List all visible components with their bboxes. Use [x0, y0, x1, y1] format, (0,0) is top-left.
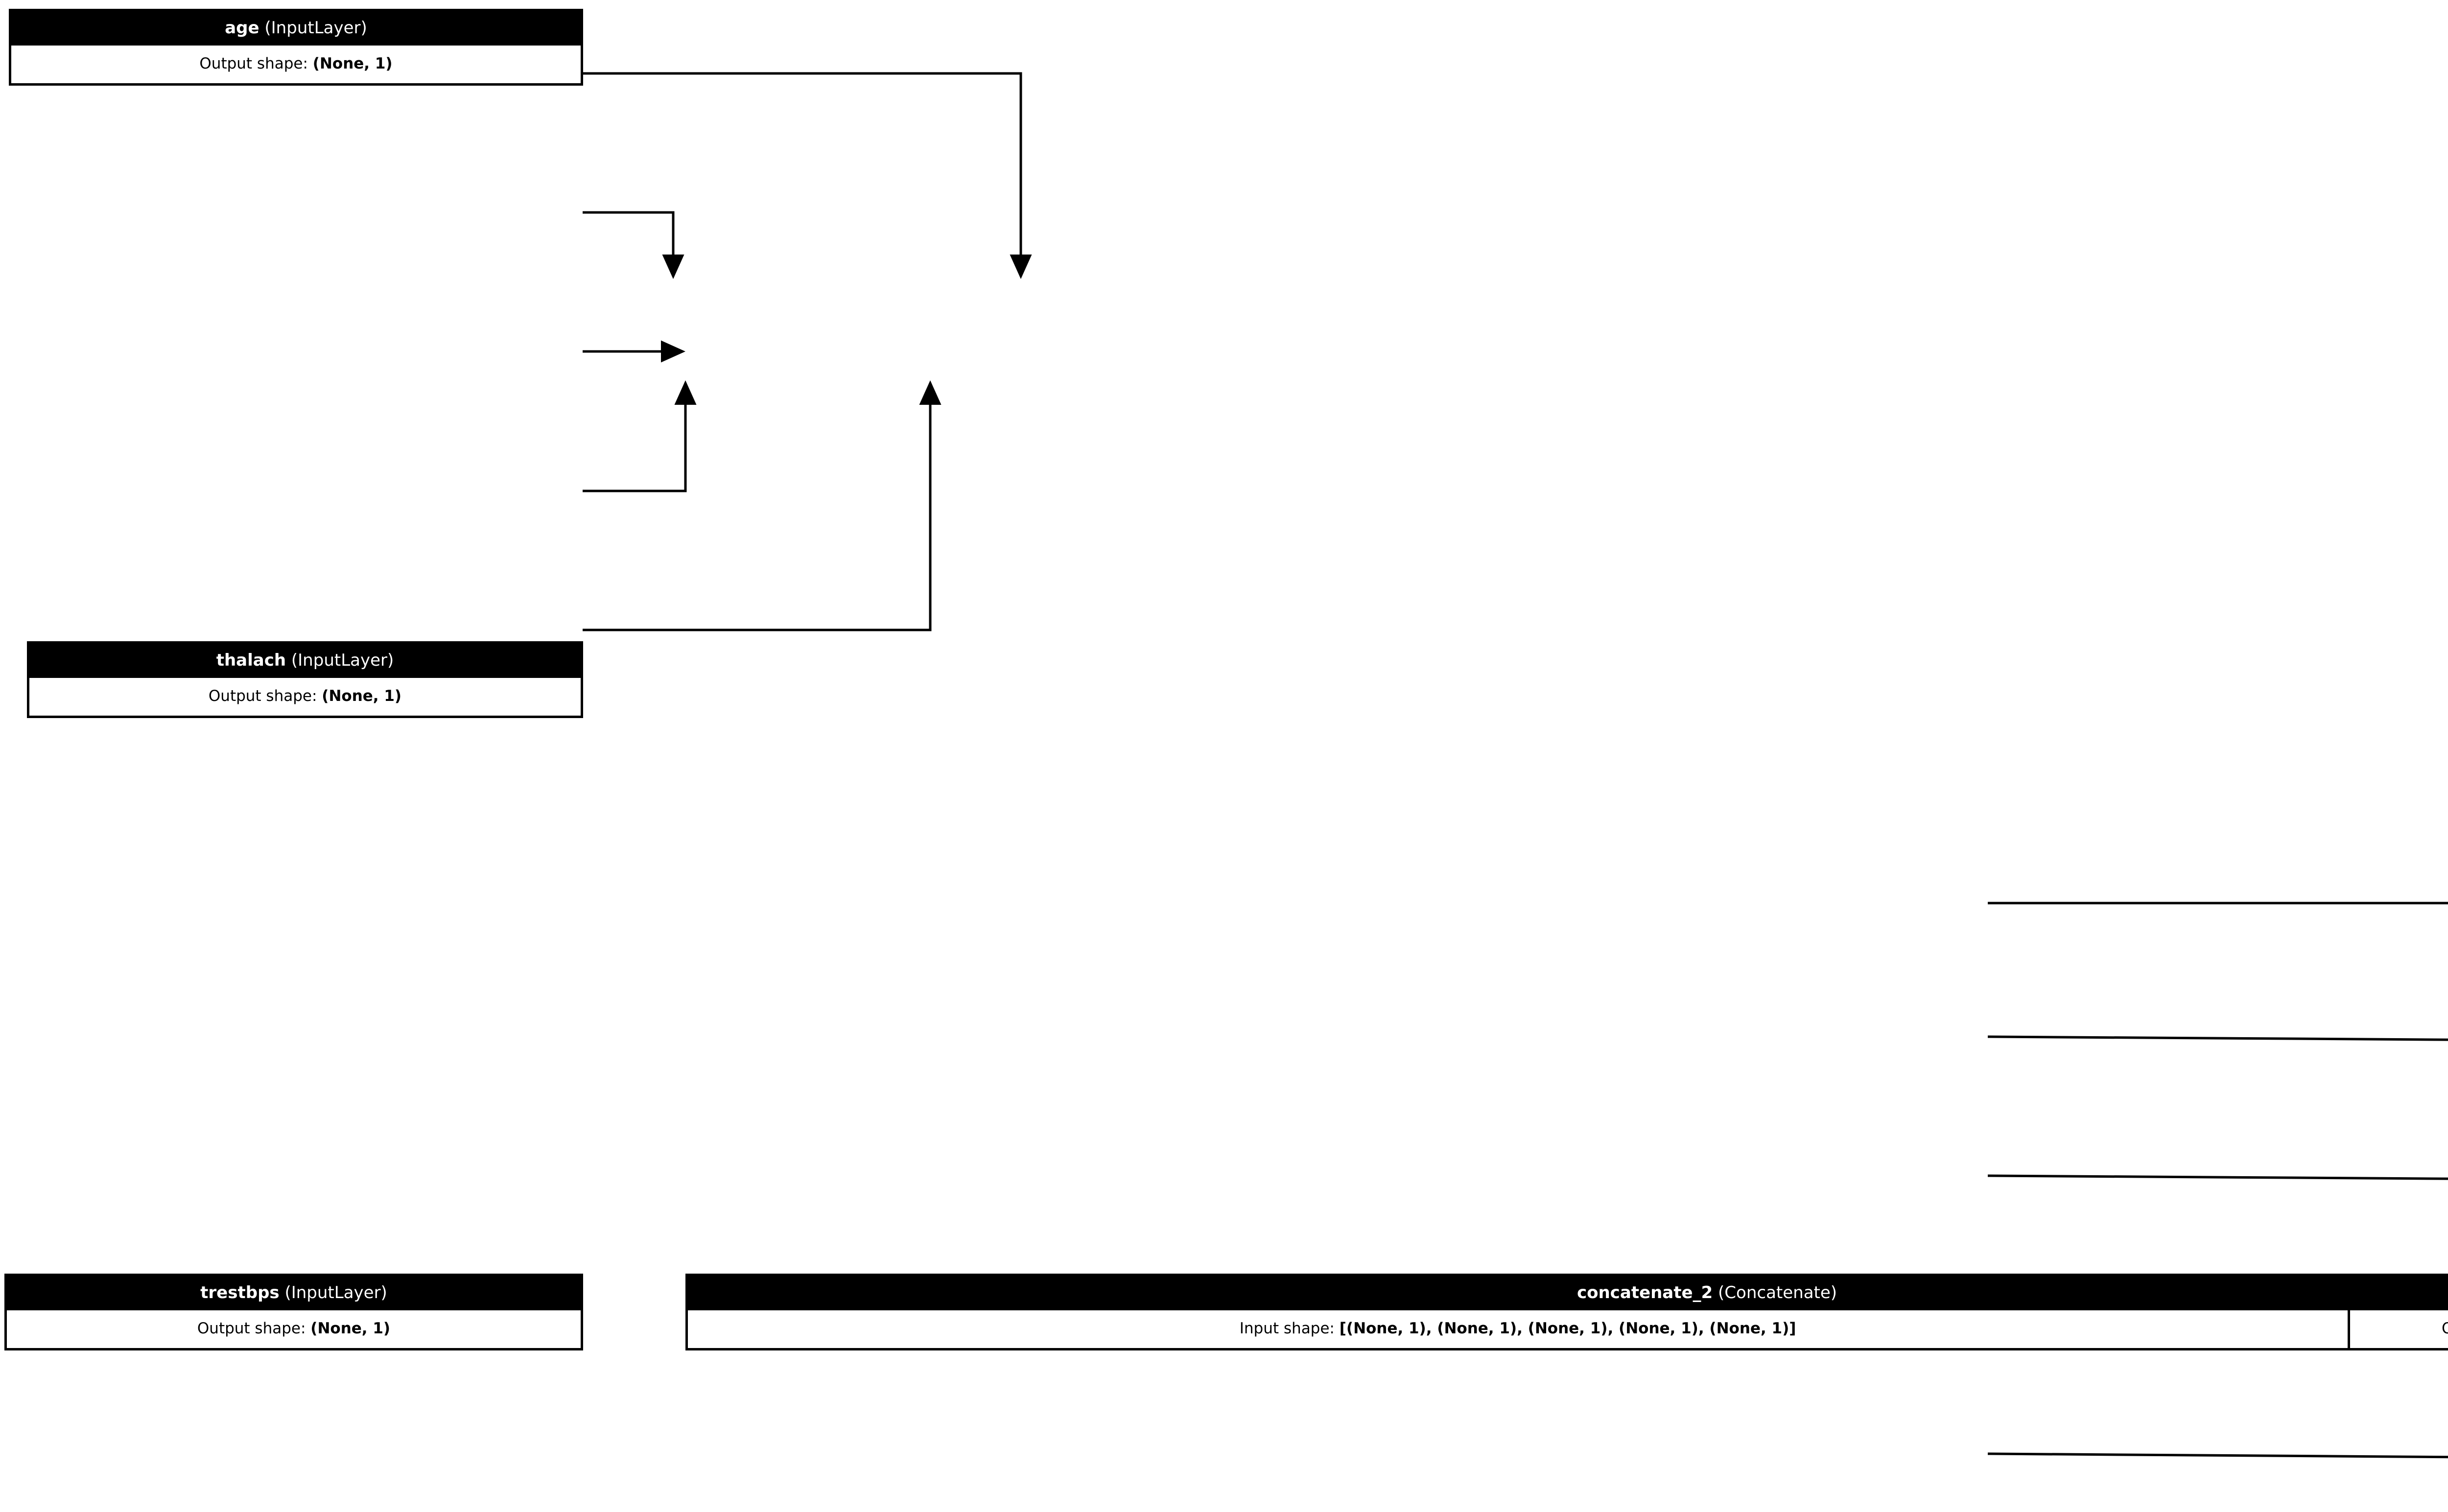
layer-type-trestbps: (InputLayer)	[284, 1283, 387, 1303]
layer-title-concatenate_2: concatenate_2 (Concatenate)	[688, 1276, 2448, 1310]
layer-node-concatenate_2: concatenate_2 (Concatenate)Input shape: …	[685, 1274, 2448, 1350]
input-shape-label-concatenate_2: Input shape:	[1239, 1320, 1340, 1337]
layer-node-age: age (InputLayer)Output shape: (None, 1)	[9, 9, 583, 86]
layer-type-concatenate_2: (Concatenate)	[1718, 1283, 1837, 1303]
layer-title-thalach: thalach (InputLayer)	[29, 644, 581, 678]
layer-node-thalach: thalach (InputLayer)Output shape: (None,…	[27, 641, 583, 718]
edge-thalach-to-concatenate_2	[583, 211, 684, 279]
output-shape-label-trestbps: Output shape:	[197, 1320, 311, 1337]
edge-group	[583, 72, 2448, 1459]
output-shape-label-thalach: Output shape:	[208, 687, 322, 705]
layer-title-trestbps: trestbps (InputLayer)	[7, 1276, 581, 1310]
edge-age-to-concatenate_2	[583, 72, 1032, 279]
output-shape-value-trestbps: (None, 1)	[310, 1320, 391, 1337]
shape-row-thalach: Output shape: (None, 1)	[29, 678, 581, 716]
layer-title-age: age (InputLayer)	[11, 11, 581, 46]
edge-slope-to-integer_lookup_3	[1987, 1174, 2448, 1180]
edge-restecg-to-integer_lookup_2	[1987, 1035, 2448, 1041]
layer-name-age: age	[225, 18, 259, 38]
output-shape-cell-trestbps: Output shape: (None, 1)	[7, 1310, 581, 1348]
input-shape-cell-concatenate_2: Input shape: [(None, 1), (None, 1), (Non…	[688, 1310, 2348, 1348]
layer-name-trestbps: trestbps	[200, 1283, 280, 1303]
layer-name-concatenate_2: concatenate_2	[1577, 1283, 1713, 1303]
output-shape-label-concatenate_2: Output shape:	[2441, 1320, 2448, 1337]
shape-row-concatenate_2: Input shape: [(None, 1), (None, 1), (Non…	[688, 1310, 2448, 1348]
edge-ca-to-integer_lookup_4	[1987, 1452, 2448, 1459]
edge-chol-to-concatenate_2	[583, 380, 697, 492]
edge-oldpeak-to-concatenate_2	[583, 380, 942, 631]
output-shape-label-age: Output shape:	[199, 55, 313, 72]
shape-row-age: Output shape: (None, 1)	[11, 46, 581, 83]
layer-type-thalach: (InputLayer)	[291, 651, 394, 670]
output-shape-cell-age: Output shape: (None, 1)	[11, 46, 581, 83]
output-shape-value-age: (None, 1)	[312, 55, 393, 72]
layer-node-trestbps: trestbps (InputLayer)Output shape: (None…	[4, 1274, 583, 1350]
layer-name-thalach: thalach	[216, 651, 286, 670]
output-shape-cell-thalach: Output shape: (None, 1)	[29, 678, 581, 716]
input-shape-value-concatenate_2: [(None, 1), (None, 1), (None, 1), (None,…	[1339, 1320, 1796, 1337]
output-shape-cell-concatenate_2: Output shape: (None, 5)	[2350, 1310, 2448, 1348]
output-shape-value-thalach: (None, 1)	[322, 687, 402, 705]
layer-type-age: (InputLayer)	[264, 18, 367, 38]
shape-row-trestbps: Output shape: (None, 1)	[7, 1310, 581, 1348]
